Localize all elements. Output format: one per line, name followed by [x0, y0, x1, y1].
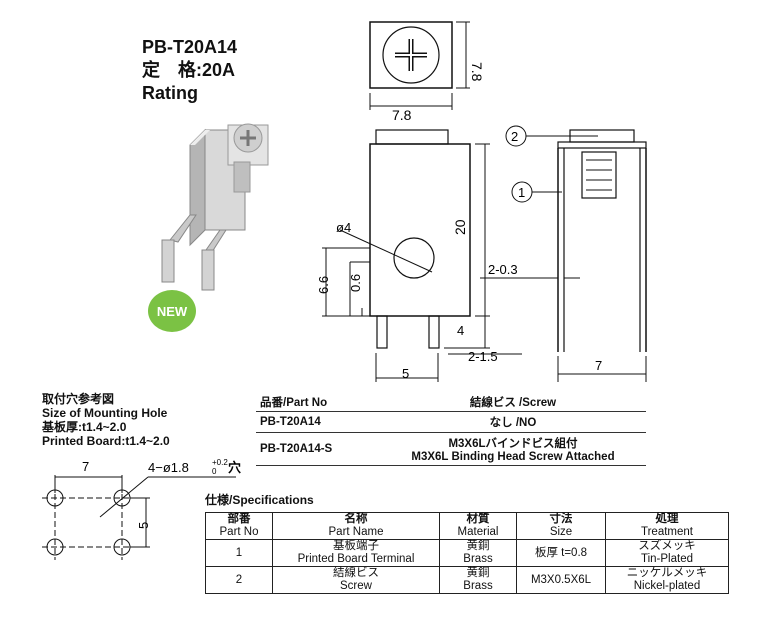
top-view [369, 21, 470, 110]
board-thickness-jp: 基板厚:t1.4~2.0 [42, 420, 127, 434]
spec-size: M3X0.5X6L [516, 566, 606, 594]
spec-h2-en: Material [457, 526, 499, 538]
title-block: PB-T20A14 定 格:20A Rating [142, 36, 237, 105]
pn-header-screw: 結線ビス /Screw [469, 397, 557, 409]
part-number-table: 品番/Part No 結線ビス /Screw PB-T20A14 なし /NO … [256, 393, 646, 466]
spec-h3-jp: 寸法 [549, 513, 573, 525]
callout-2: 2 [511, 129, 518, 144]
spec-no: 1 [205, 539, 273, 567]
mounting-hole-diagram: 7 5 4−ø1.8 +0.2 0 穴 [42, 458, 241, 560]
hole-title-jp: 取付穴参考図 [42, 392, 115, 406]
dim-top-width: 7.8 [392, 107, 412, 123]
dim-top-height: 7.8 [469, 62, 485, 82]
pn-header-row: 品番/Part No 結線ビス /Screw [256, 393, 646, 412]
pn-part: PB-T20A14-S [260, 443, 333, 455]
pn-screw-jp: M3X6Lバインドビス組付 [448, 438, 578, 450]
table-row: PB-T20A14 なし /NO [256, 412, 646, 433]
hole-dim-5: 5 [136, 522, 151, 529]
pn-screw-cell: M3X6Lバインドビス組付 M3X6L Binding Head Screw A… [380, 435, 646, 463]
pn-screw: なし /NO [489, 417, 537, 429]
spec-treat-jp: ニッケルメッキ [626, 567, 708, 579]
hole-suffix: 穴 [228, 460, 241, 475]
technical-drawing: 7.8 7.8 20 ø4 6.6 0.6 4 5 2-1.5 [316, 21, 647, 382]
pn-screw-en: M3X6L Binding Head Screw Attached [411, 451, 615, 463]
spec-h0-en: Part No [219, 526, 259, 538]
spec-size: 板厚 t=0.8 [516, 539, 606, 567]
spec-h2-jp: 材質 [466, 513, 490, 525]
spec-treat-en: Nickel-plated [633, 580, 701, 592]
board-thickness-en: Printed Board:t1.4~2.0 [42, 434, 170, 448]
rating-en: Rating [142, 83, 198, 103]
dim-5: 5 [402, 366, 409, 381]
spec-mat-en: Brass [463, 580, 493, 592]
dim-6-6: 6.6 [316, 276, 331, 294]
callout-1: 1 [518, 185, 525, 200]
product-illustration [161, 123, 269, 291]
spec-name-en: Printed Board Terminal [297, 553, 415, 565]
hole-spec: 4−ø1.8 [148, 460, 189, 475]
dim-7-side: 7 [595, 358, 602, 373]
spec-h4-jp: 処理 [655, 513, 679, 525]
spec-name-jp: 結線ビス [333, 567, 379, 579]
dim-4: 4 [457, 323, 464, 338]
spec-treat-jp: スズメッキ [638, 540, 696, 552]
spec-mat-jp: 黄銅 [466, 540, 490, 552]
spec-h4-en: Treatment [641, 526, 693, 538]
dim-2-1-5: 2-1.5 [468, 349, 498, 364]
spec-h1-en: Part Name [328, 526, 384, 538]
pn-part: PB-T20A14 [260, 416, 321, 428]
pn-header-part: 品番/Part No [260, 397, 328, 409]
hole-title-en: Size of Mounting Hole [42, 406, 168, 420]
spec-name-jp: 基板端子 [333, 540, 379, 552]
dim-diameter: ø4 [336, 220, 351, 235]
model-name: PB-T20A14 [142, 37, 238, 57]
mounting-hole-text: 取付穴参考図 Size of Mounting Hole 基板厚:t1.4~2.… [42, 392, 170, 448]
hole-tol-plus: +0.2 [212, 458, 228, 467]
spec-no: 2 [205, 566, 273, 594]
spec-name-en: Screw [340, 580, 372, 592]
rating-jp: 定 格:20A [142, 60, 236, 80]
dim-height-20: 20 [452, 219, 468, 235]
spec-h3-en: Size [549, 526, 573, 538]
new-badge: NEW [148, 290, 196, 332]
spec-treat-en: Tin-Plated [641, 553, 693, 565]
dim-0-6: 0.6 [348, 274, 363, 292]
hole-dim-7: 7 [82, 459, 89, 474]
spec-h1-jp: 名称 [344, 513, 368, 525]
spec-h0-jp: 部番 [227, 513, 251, 525]
spec-mat-en: Brass [463, 553, 493, 565]
dim-2-0-3: 2-0.3 [488, 262, 518, 277]
front-view [322, 129, 522, 382]
table-row: PB-T20A14-S M3X6Lバインドビス組付 M3X6L Binding … [256, 433, 646, 466]
hole-tol-minus: 0 [212, 467, 217, 476]
side-view [480, 125, 647, 382]
spec-title: 仕様/Specifications [205, 493, 314, 507]
spec-mat-jp: 黄銅 [466, 567, 490, 579]
